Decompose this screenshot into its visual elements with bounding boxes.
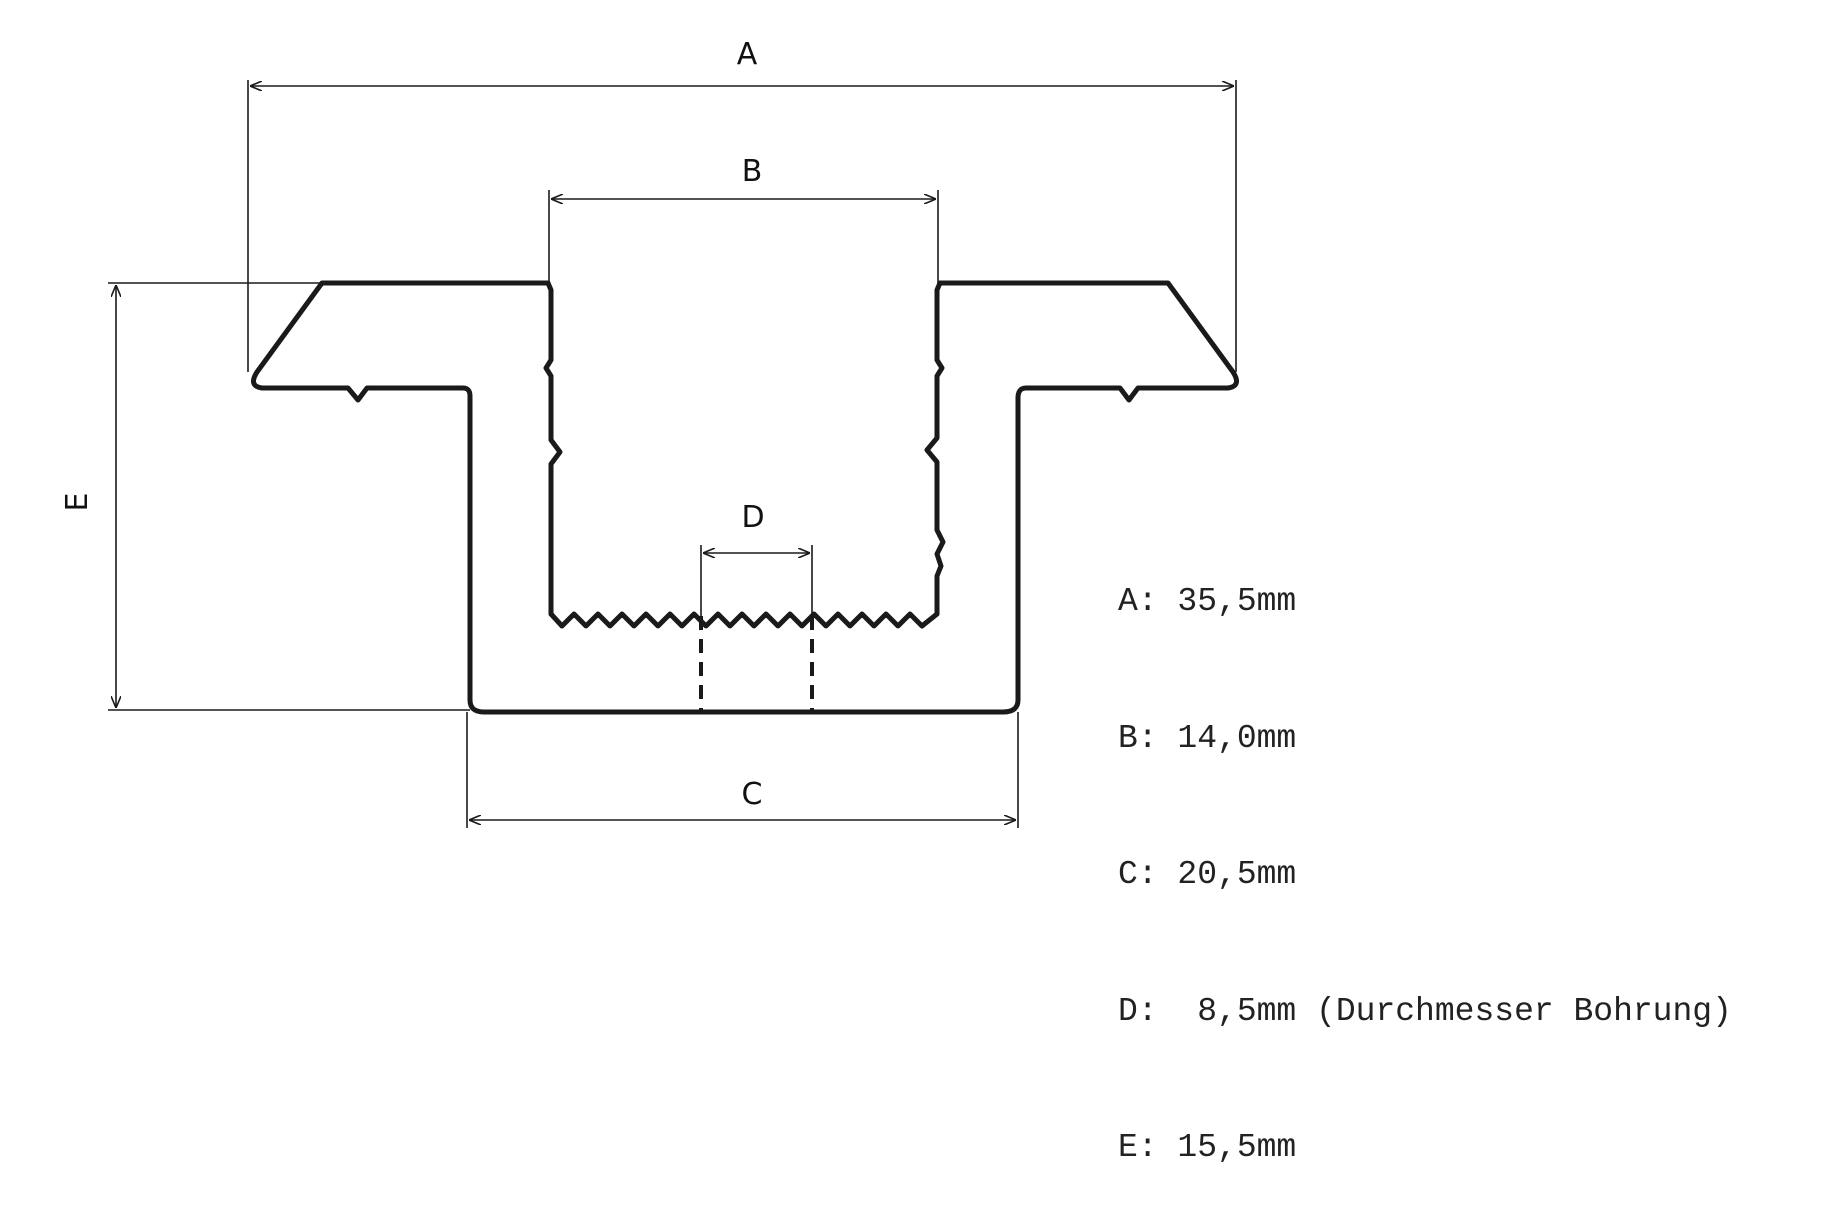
inner-wall-left <box>543 280 563 617</box>
legend-item-d: D: 8,5mm (Durchmesser Bohrung) <box>1118 992 1732 1030</box>
dim-a-label: A <box>737 37 758 72</box>
serrated-floor <box>548 611 940 629</box>
dim-b-label: B <box>742 154 763 189</box>
legend-item-c: C: 20,5mm <box>1118 856 1297 893</box>
legend-item-a: A: 35,5mm <box>1118 583 1297 620</box>
dim-d-label: D <box>741 500 764 535</box>
dim-c-label: C <box>742 777 763 812</box>
dimension-legend: A: 35,5mm B: 14,0mm C: 20,5mm D: 8,5mm (… <box>1118 488 1732 1216</box>
dim-e-label: E <box>60 493 95 512</box>
legend-item-e: E: 15,5mm <box>1118 1129 1297 1166</box>
profile-drawing: A B D C E <box>60 37 1239 828</box>
inner-wall-right <box>924 280 946 617</box>
legend-item-b: B: 14,0mm <box>1118 719 1297 757</box>
profile-outline <box>251 280 1239 715</box>
